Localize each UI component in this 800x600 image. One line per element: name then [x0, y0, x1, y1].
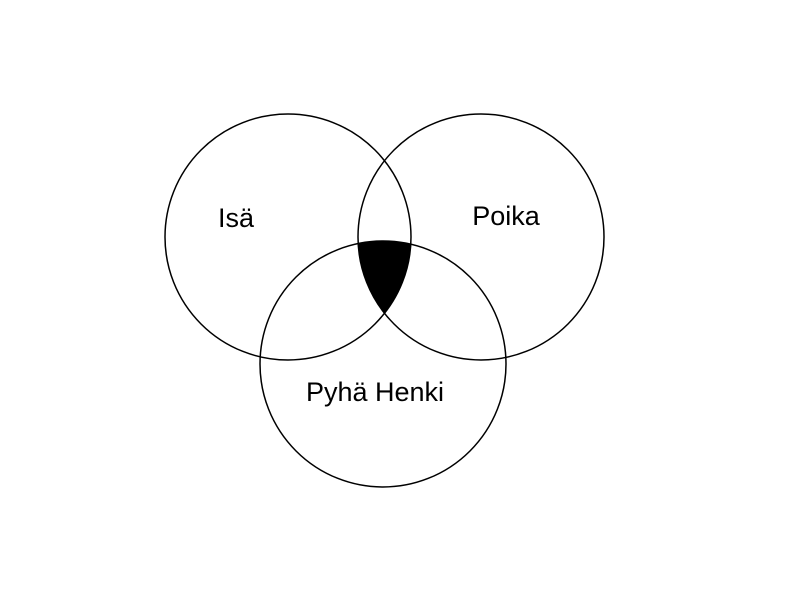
label-poika: Poika: [472, 201, 541, 231]
circle-isa: [164, 113, 412, 361]
circle-poika: [357, 113, 605, 361]
triple-intersection-region: [358, 241, 411, 360]
triple-intersection-clip-right: [358, 241, 411, 360]
label-isa: Isä: [218, 203, 255, 233]
label-pyha-henki: Pyhä Henki: [306, 377, 444, 407]
circle-pyha-henki: [259, 240, 507, 488]
triple-intersection-clip-left: [358, 241, 411, 360]
